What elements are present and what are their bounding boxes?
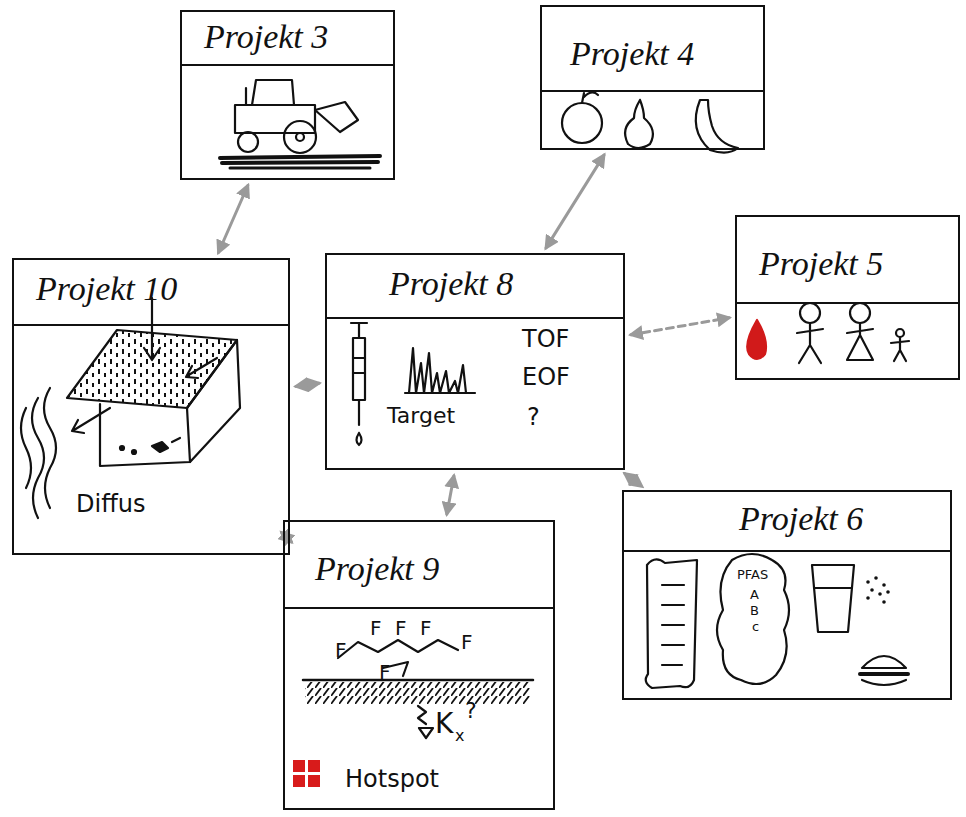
drawing-label: c	[752, 620, 759, 633]
project-box: Projekt 10 Diffus	[12, 258, 290, 555]
drawing-label: TOF	[522, 327, 569, 351]
link-arrow	[296, 383, 319, 386]
project-box: Projekt 9FFFFFFKx?Hotspot	[283, 520, 555, 810]
link-arrow	[625, 474, 642, 487]
drawing-label: Hotspot	[345, 767, 439, 791]
fruit-drawing	[562, 92, 738, 152]
exposure-drawing	[646, 554, 908, 688]
drawing-label: ?	[465, 700, 477, 722]
drawing-label: F	[395, 618, 407, 638]
header-rule	[624, 550, 950, 552]
drawing-label: x	[455, 728, 464, 744]
project-box: Projekt 5	[735, 215, 960, 380]
project-title: Projekt 9	[315, 552, 439, 586]
drawing-label: F	[420, 618, 432, 638]
drawing-label: EOF	[522, 365, 570, 389]
people-drawing	[747, 303, 909, 363]
project-box: Projekt 3	[180, 10, 395, 180]
header-rule	[327, 317, 623, 319]
tractor-drawing	[220, 80, 380, 168]
project-box: Projekt 6 PFAS ABc	[622, 490, 952, 700]
project-box: Projekt 4	[540, 5, 765, 150]
analysis-drawing	[351, 323, 475, 445]
header-rule	[14, 324, 288, 326]
header-rule	[182, 64, 393, 66]
drawing-label: B	[750, 604, 759, 617]
project-title: Projekt 3	[204, 20, 328, 54]
project-title: Projekt 8	[389, 267, 513, 301]
drawing-label: ?	[527, 405, 540, 429]
drawing-label: Target	[387, 405, 455, 427]
drawing-label: F	[379, 662, 391, 682]
link-arrow	[631, 318, 729, 335]
sorption-drawing	[293, 640, 533, 787]
drawing-label: F	[461, 632, 473, 652]
link-arrow	[447, 476, 454, 514]
link-arrow	[546, 155, 604, 248]
link-arrow	[218, 185, 247, 252]
drawing-label: K	[435, 710, 453, 738]
project-title: Projekt 5	[759, 247, 883, 281]
drawing-label: F	[335, 640, 347, 660]
project-title: Projekt 4	[570, 37, 694, 71]
project-box: Projekt 8 TOF EOF Target?	[325, 253, 625, 470]
drawing-label: PFAS	[737, 568, 768, 581]
header-rule	[542, 90, 763, 92]
drawing-label: A	[750, 588, 759, 601]
header-rule	[285, 607, 553, 609]
drawing-label: Diffus	[76, 492, 145, 516]
project-title: Projekt 6	[739, 502, 863, 536]
drawing-label: F	[370, 618, 382, 638]
house-drawing	[21, 298, 240, 518]
project-title: Projekt 10	[36, 272, 177, 306]
header-rule	[737, 302, 958, 304]
